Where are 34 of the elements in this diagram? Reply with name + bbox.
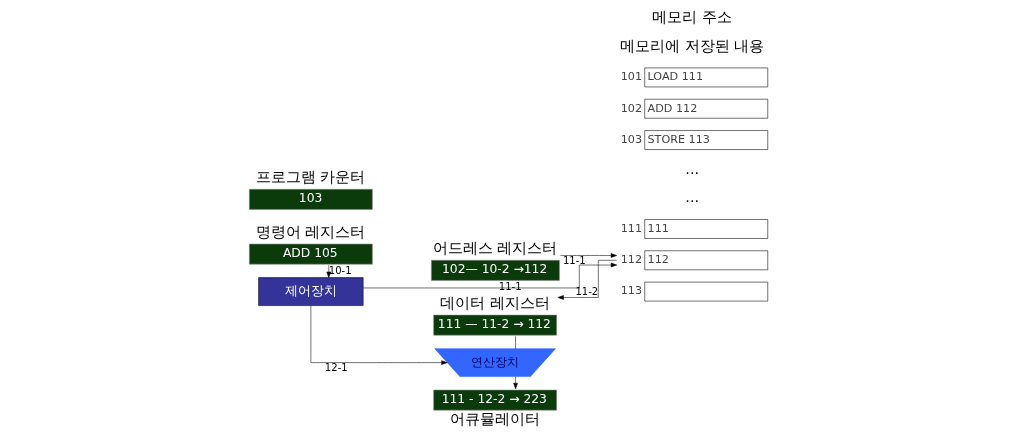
edge-label: 12-1 xyxy=(324,361,348,373)
label: 메모리 주소 xyxy=(652,9,733,26)
edge-label: 11-2 xyxy=(575,286,599,298)
node-box: 112 xyxy=(644,250,769,271)
node-box: ADD 112 xyxy=(644,98,769,119)
node-label: 113 xyxy=(620,284,643,298)
node-label: 112 xyxy=(620,253,643,267)
edge-label: 10-1 xyxy=(328,264,352,276)
label: ... xyxy=(685,189,700,206)
arrow xyxy=(557,260,617,300)
arrow xyxy=(560,253,617,258)
node-label: 102 xyxy=(620,101,643,115)
node-box: LOAD 111 xyxy=(644,67,769,88)
arrow xyxy=(310,305,448,365)
node-label: 프로그램 카운터 xyxy=(255,168,366,187)
arrow xyxy=(363,262,618,289)
node-box: 111 xyxy=(644,219,769,239)
node-box xyxy=(644,281,769,302)
node-label: 명령어 레지스터 xyxy=(255,223,366,242)
edge-label: 11-1 xyxy=(562,254,586,266)
edge-label: 11-1 xyxy=(498,281,522,293)
arrow xyxy=(513,376,518,390)
connector xyxy=(515,336,516,349)
label: ... xyxy=(685,160,700,177)
node-label: 어드레스 레지스터 xyxy=(432,239,558,258)
node-label: 111 xyxy=(620,221,643,235)
node-box: 제어장치 xyxy=(258,277,364,306)
node-label: 데이터 레지스터 xyxy=(439,294,550,313)
arrow xyxy=(326,265,331,278)
label: 메모리에 저장된 내용 xyxy=(620,37,765,54)
node-label: 101 xyxy=(620,70,643,84)
node-label: 어큐뮬레이터 xyxy=(449,410,540,429)
node-label: 103 xyxy=(620,132,643,146)
node-box: STORE 113 xyxy=(644,130,769,150)
